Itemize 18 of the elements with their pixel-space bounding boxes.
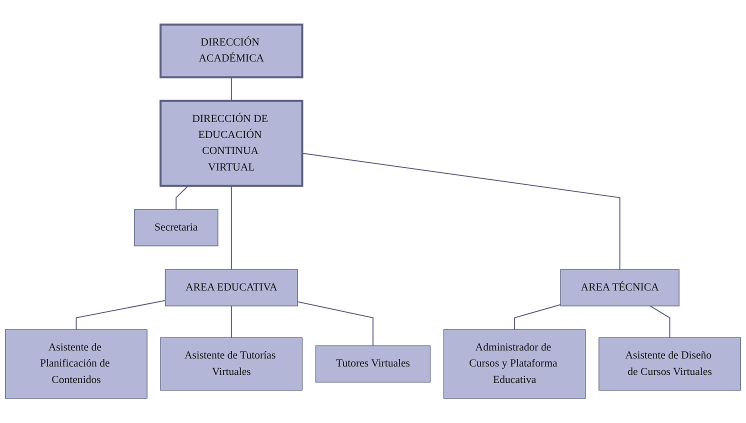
connector (230, 186, 232, 270)
connector (76, 300, 166, 330)
node-box: Asistente de Planificación de Contenidos (5, 329, 148, 399)
node-box: Administrador de Cursos y Plataforma Educativa (443, 329, 586, 399)
node-box: Asistente de Tutorías Virtuales (160, 337, 303, 391)
connector (302, 152, 620, 270)
connector (230, 306, 232, 338)
node-box: Asistente de Diseño de Cursos Virtuales (598, 337, 741, 391)
node-box: Secretaria (134, 209, 218, 246)
node-box: DIRECCIÓN DE EDUCACIÓN CONTINUA VIRTUAL (160, 100, 304, 187)
connector (514, 304, 561, 330)
connector (297, 301, 374, 346)
connector (176, 186, 188, 210)
node-box: AREA EDUCATIVA (164, 269, 298, 306)
node-box: DIRECCIÓN ACADÉMICA (160, 24, 304, 78)
node-box: AREA TÉCNICA (560, 269, 680, 306)
connector (230, 77, 232, 101)
node-box: Tutores Virtuales (315, 345, 431, 383)
